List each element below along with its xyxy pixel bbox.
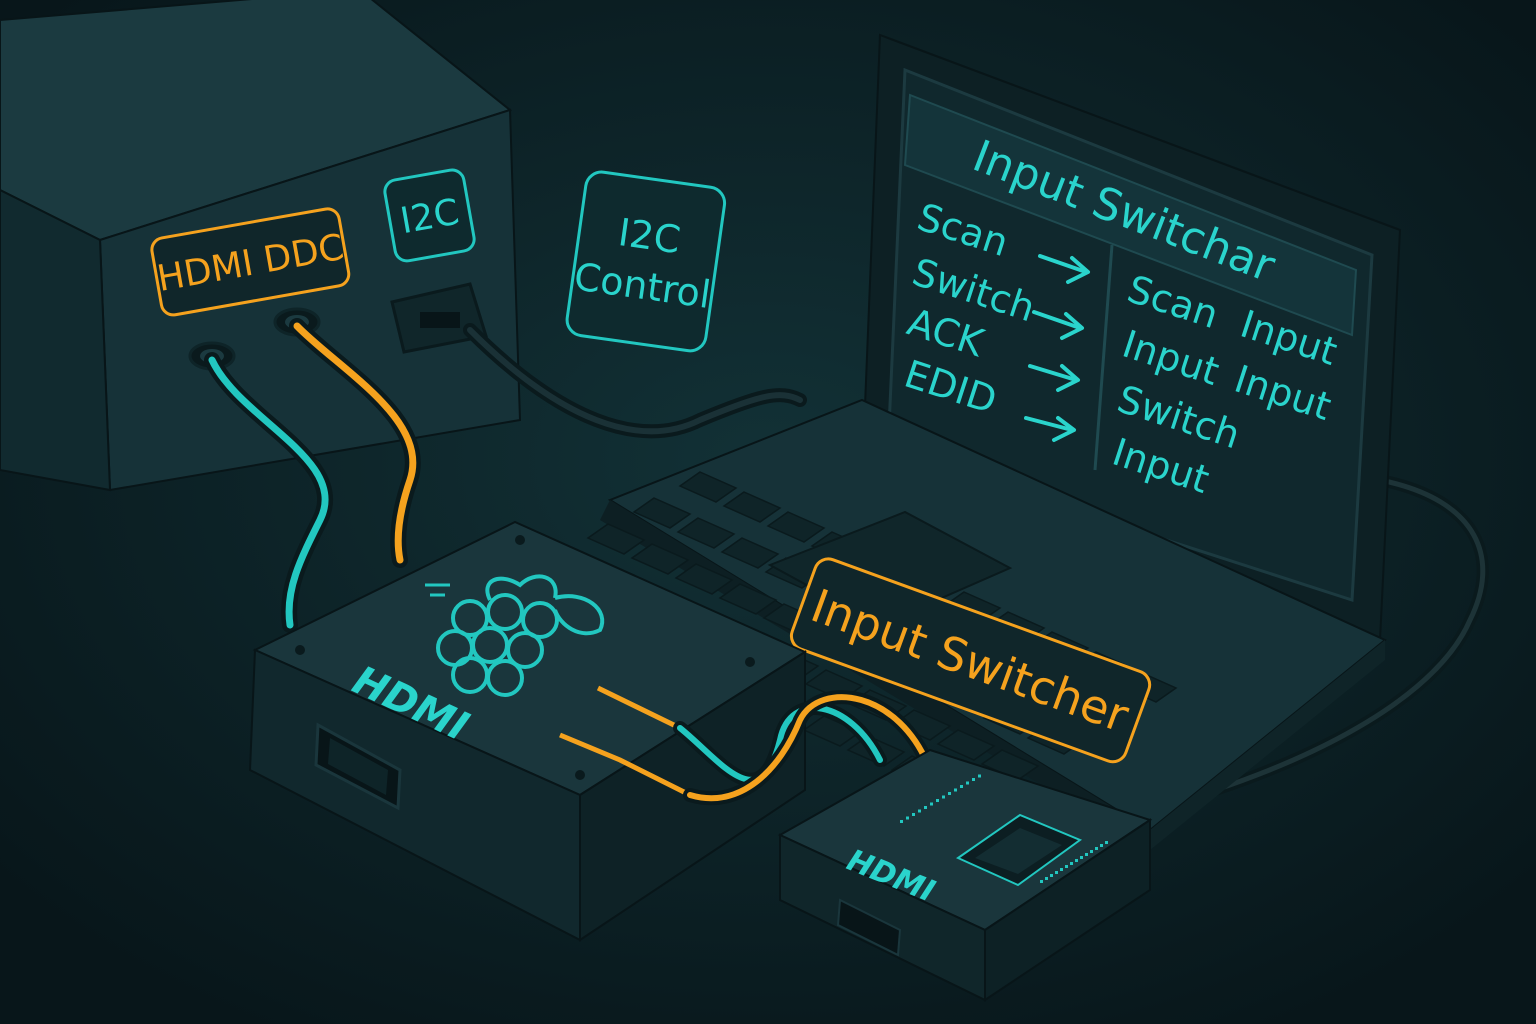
board-pin [1085, 853, 1088, 856]
keyboard-key [632, 497, 692, 529]
board-pin [900, 820, 903, 823]
keyboard-key [676, 517, 736, 549]
cables [204, 318, 1489, 816]
usb-plug [390, 282, 488, 354]
teal-cable-pi-board [677, 705, 883, 783]
hdmi-port-icon [314, 722, 402, 811]
board-pin [1060, 868, 1063, 871]
board-pin [1100, 844, 1103, 847]
board-cables [673, 690, 937, 806]
hdmi-ddc-label: HDMI DDC [150, 207, 351, 317]
board-pin [1055, 871, 1058, 874]
board-pin [1045, 877, 1048, 880]
board-pin [978, 774, 981, 778]
hdmi-port-icon [836, 898, 902, 957]
orange-cable-pi-board [687, 694, 933, 802]
keyboard-key [722, 491, 782, 523]
board-pin [942, 795, 945, 799]
keyboard-key [630, 543, 690, 575]
board-pin [1095, 847, 1098, 850]
board-pin [930, 802, 933, 806]
keyboard-key [678, 471, 738, 503]
i2c-port-text: I2C [397, 192, 462, 243]
keyboard-key [718, 583, 778, 615]
i2c-control-text-line1: I2C [616, 210, 683, 262]
chip-icon [955, 813, 1083, 887]
board-pin [966, 781, 969, 785]
board-pin [1075, 859, 1078, 862]
display-device: HDMI DDC I2C [0, 0, 522, 492]
keyboard-key [586, 523, 646, 555]
board-pin [954, 788, 957, 792]
board-pin [918, 809, 921, 813]
keyboard-key [766, 511, 826, 543]
board-pin [1050, 874, 1053, 877]
arrow-right-icon [1024, 416, 1076, 442]
i2c-port-label: I2C [383, 168, 476, 263]
board-pin [1105, 841, 1108, 844]
board-pins [900, 774, 1108, 883]
board-pin [1040, 880, 1043, 883]
board-pin [1080, 856, 1083, 859]
board-pin [906, 816, 909, 820]
board-pin [1070, 862, 1073, 865]
board-pin [1090, 850, 1093, 853]
board-pin [972, 778, 975, 781]
keyboard-key [936, 729, 996, 761]
arrow-right-icon [1038, 254, 1090, 284]
i2c-control-label: I2C Control [565, 170, 727, 353]
keyboard-key [720, 537, 780, 569]
board-pin [912, 813, 915, 816]
arrow-right-icon [1028, 364, 1080, 392]
board-pin [924, 806, 927, 809]
board-pin [1065, 865, 1068, 868]
board-pin [948, 792, 951, 795]
board-pin [960, 785, 963, 788]
raspberry-pi-logo-icon [425, 574, 605, 697]
arrow-right-icon [1032, 310, 1084, 340]
hdmi-switch-board: HDMI [777, 748, 1153, 1002]
keyboard-key [674, 563, 734, 595]
board-pin [936, 799, 939, 802]
